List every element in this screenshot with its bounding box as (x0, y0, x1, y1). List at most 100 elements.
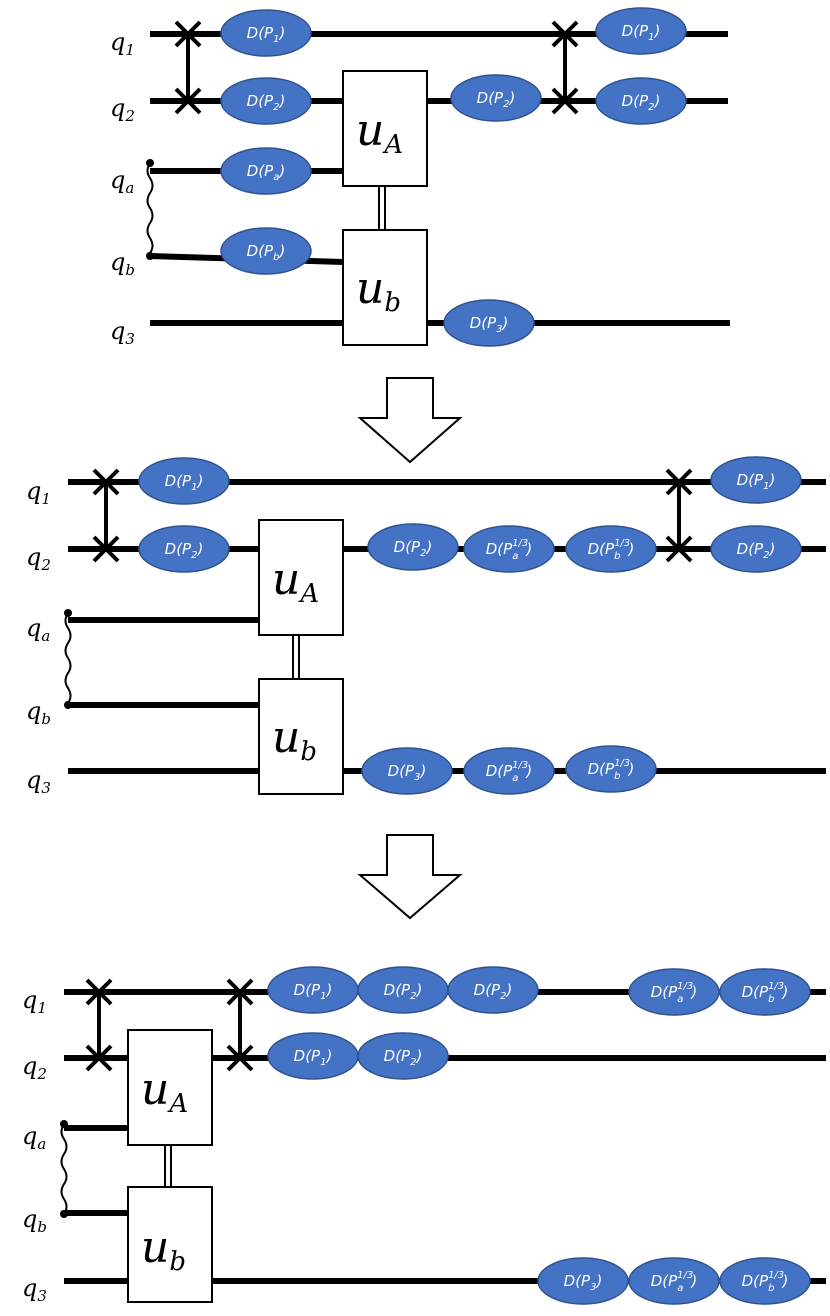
transform-arrow-1 (357, 377, 463, 464)
gate-label: D(Pa) (247, 162, 285, 183)
gate-ellipse (220, 147, 312, 195)
qubit-label-q3: q3 (110, 317, 135, 348)
gate-label: D(P3) (564, 1272, 603, 1293)
gate-D-Pa: D(Pa) (220, 147, 312, 195)
gate-ellipse (710, 456, 802, 504)
entangle-squiggle (64, 612, 72, 706)
unitary-box-uA (127, 1029, 213, 1146)
qubit-label-qb: qb (110, 248, 135, 279)
swap-cross-q1 (85, 978, 113, 1006)
unitary-label-ub: ub (272, 712, 317, 767)
transform-arrow-2 (357, 834, 463, 920)
qubit-label-q1: q1 (22, 986, 47, 1017)
gate-label: D(P2) (165, 540, 204, 561)
unitary-label-uA: uA (356, 105, 403, 160)
gate-label: D(P2) (247, 92, 286, 113)
swap-cross-q1 (226, 978, 254, 1006)
gate-ellipse (443, 299, 535, 347)
gate-D-P1: D(P1) (138, 457, 230, 505)
swap-cross-q2 (551, 87, 579, 115)
gate-ellipse (138, 457, 230, 505)
gate-ellipse (595, 77, 687, 125)
qubit-label-qa: qa (110, 166, 134, 197)
gate-D-P2: D(P2) (595, 77, 687, 125)
qubit-label-qa: qa (26, 614, 50, 645)
unitary-label-uA: uA (272, 554, 319, 609)
gate-ellipse (719, 1257, 811, 1305)
gate-ellipse (450, 74, 542, 122)
gate-label: D(P1) (737, 471, 776, 492)
gate-label: D(P2) (622, 92, 661, 113)
gate-label: D(P2) (394, 538, 433, 559)
swap-cross-q1 (174, 20, 202, 48)
gate-ellipse (565, 525, 657, 573)
gate-ellipse (220, 77, 312, 125)
gate-D-Pb: D(Pb) (220, 227, 312, 275)
qubit-label-q2: q2 (110, 94, 135, 125)
qubit-label-q3: q3 (26, 766, 51, 797)
gate-ellipse (719, 968, 811, 1016)
gate-ellipse (595, 7, 687, 55)
gate-D-P1: D(P1) (595, 7, 687, 55)
gate-ellipse (138, 525, 230, 573)
gate-D-P1: D(P1) (267, 966, 359, 1014)
gate-D-P2: D(P2) (357, 1032, 449, 1080)
gate-ellipse (220, 9, 312, 57)
gate-ellipse (220, 227, 312, 275)
qubit-label-q1: q1 (26, 477, 51, 508)
gate-ellipse (710, 525, 802, 573)
qubit-label-q2: q2 (26, 543, 51, 574)
gate-D-P2: D(P2) (220, 77, 312, 125)
gate-label: D(P2) (384, 1047, 423, 1068)
gate-ellipse (463, 525, 555, 573)
gate-ellipse (565, 745, 657, 793)
gate-label: D(P2) (384, 981, 423, 1002)
qubit-label-q2: q2 (22, 1052, 47, 1083)
unitary-box-ub (342, 229, 428, 346)
qubit-label-q1: q1 (110, 28, 135, 59)
gate-D-P1: D(P1) (267, 1032, 359, 1080)
gate-label: D(P1) (294, 981, 333, 1002)
gate-D-P2: D(P2) (450, 74, 542, 122)
gate-label: D(P1) (294, 1047, 333, 1068)
qubit-label-qb: qb (22, 1205, 47, 1236)
gate-label: D(P2) (737, 540, 776, 561)
gate-label: D(P2) (477, 89, 516, 110)
gate-D-P2: D(P2) (357, 966, 449, 1014)
qubit-label-q3: q3 (22, 1274, 47, 1305)
unitary-box-uA (342, 70, 428, 187)
entangle-squiggle (60, 1123, 68, 1215)
swap-cross-q1 (665, 468, 693, 496)
gate-label: D(P1) (247, 24, 286, 45)
gate-ellipse (367, 523, 459, 571)
gate-label: D(Pb) (247, 242, 286, 263)
panel-2: uA ub q1 q2 qa qb q3 D(P1) D(P2) D(P2) D… (26, 456, 826, 797)
gate-label: D(P3) (470, 314, 509, 335)
qubit-label-qa: qa (22, 1122, 46, 1153)
swap-cross-q2 (85, 1044, 113, 1072)
swap-cross-q2 (226, 1044, 254, 1072)
gate-D-P2: D(P2) (138, 525, 230, 573)
swap-cross-q2 (665, 535, 693, 563)
unitary-box-ub (258, 678, 344, 795)
swap-cross-q2 (92, 535, 120, 563)
gate-ellipse (357, 1032, 449, 1080)
gate-ellipse (447, 966, 539, 1014)
gate-D-P2: D(P2) (447, 966, 539, 1014)
panel-3: uA ub q1 q2 qa qb q3 D(P1) D(P2) D(P2) D… (22, 966, 826, 1305)
swap-cross-q2 (174, 87, 202, 115)
